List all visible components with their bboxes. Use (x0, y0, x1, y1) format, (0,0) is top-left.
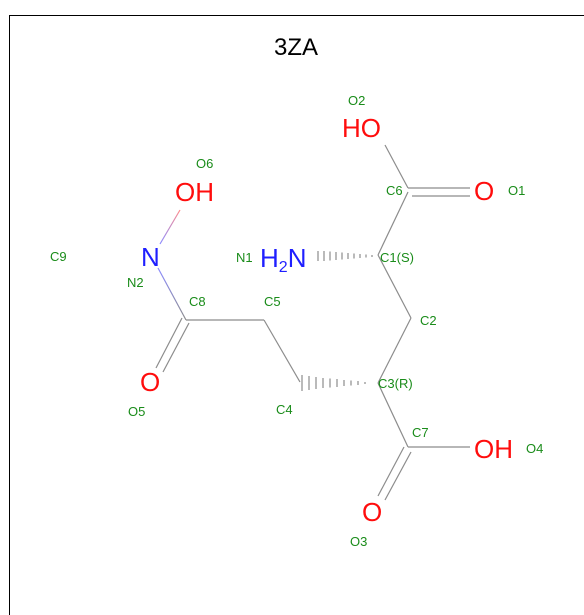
label-n2: N2 (127, 275, 144, 290)
label-o5: O5 (128, 404, 145, 419)
label-o4: O4 (526, 441, 543, 456)
bond-c1-c2 (377, 254, 412, 319)
label-c5: C5 (264, 294, 281, 309)
bond-c8-o5-a (155, 317, 183, 369)
label-c6: C6 (386, 183, 403, 198)
label-c9: C9 (50, 249, 67, 264)
atom-n1-subscript: 2 (279, 259, 288, 276)
bond-c3-c7 (377, 382, 409, 448)
bonds (78, 144, 470, 501)
bond-c6-c1 (377, 191, 409, 256)
label-o6: O6 (196, 156, 213, 171)
bond-o2-c6 (384, 144, 409, 189)
bond-c8-o5-b (162, 322, 190, 373)
label-c2: C2 (420, 313, 437, 328)
atom-n2-symbol: N (141, 242, 160, 272)
bond-c7-o3-b (384, 451, 412, 501)
atom-o6-symbol: OH (175, 177, 214, 207)
label-o1: O1 (508, 183, 525, 198)
bond-n2-c8 (157, 267, 187, 321)
atom-o2-symbol: HO (342, 113, 381, 143)
label-c4: C4 (276, 402, 293, 417)
label-c1: C1(S) (380, 250, 414, 265)
atom-n1-symbol: H2N (260, 243, 306, 276)
bond-c7-o3-a (377, 446, 405, 497)
atom-o5-symbol: O (140, 367, 160, 397)
label-c8: C8 (189, 294, 206, 309)
atom-o4-symbol: OH (474, 434, 513, 464)
diagram-frame (9, 15, 584, 615)
atom-o3-symbol: O (362, 497, 382, 527)
atom-o1-symbol: O (474, 176, 494, 206)
label-c3: C3(R) (378, 376, 413, 391)
label-o2: O2 (348, 93, 365, 108)
molecule-diagram: 3ZA (50, 34, 543, 549)
label-n1: N1 (236, 250, 253, 265)
bond-c2-c3 (377, 317, 412, 384)
atom-n1-n: N (288, 243, 307, 273)
hashed-wedge-c1-n1 (317, 251, 373, 261)
molecule-title: 3ZA (274, 34, 318, 61)
label-o3: O3 (350, 534, 367, 549)
label-c7: C7 (412, 425, 429, 440)
atom-n1-h: H (260, 243, 279, 273)
bond-c5-c4 (263, 319, 301, 383)
hashed-wedge-c3-c4 (301, 375, 366, 391)
bond-n2-o6 (159, 209, 181, 245)
